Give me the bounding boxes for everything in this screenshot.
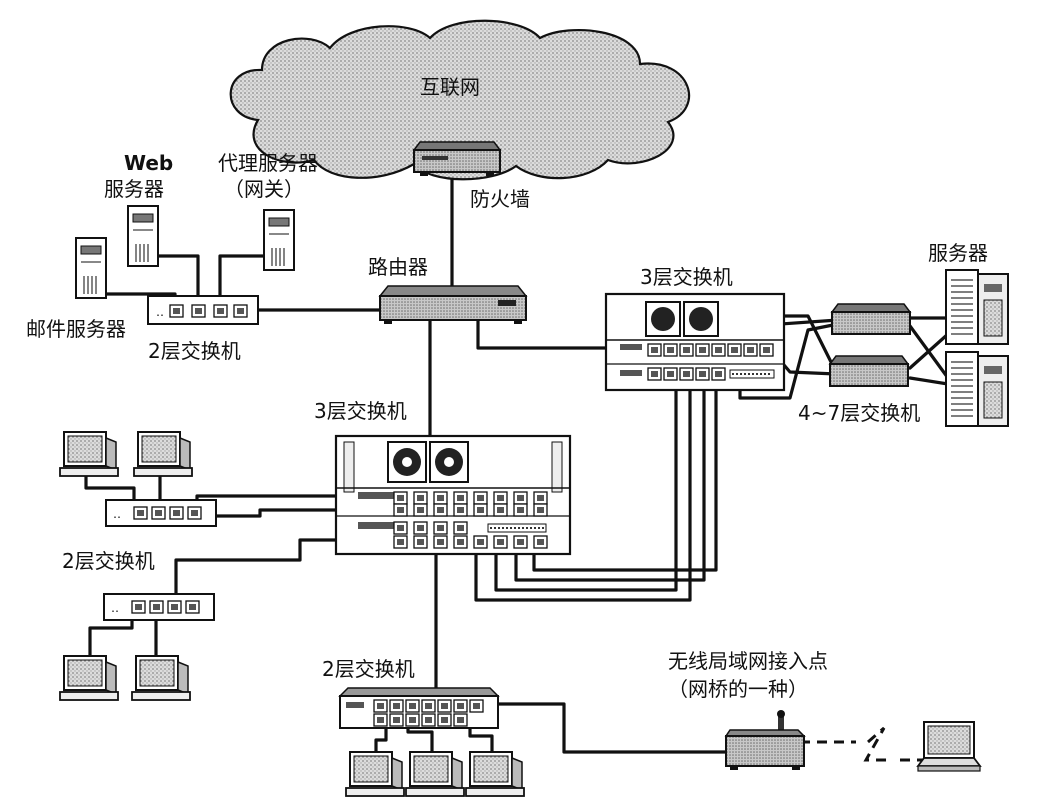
cable-ap <box>482 702 736 754</box>
desktop-pc-icon <box>131 655 191 701</box>
cable-web-server <box>156 254 200 308</box>
cloud-icon <box>229 19 690 181</box>
servers-label: 服务器 <box>928 241 988 265</box>
access-point-icon <box>724 710 806 770</box>
svg-text:‥: ‥ <box>156 305 164 319</box>
l2-switch-top: ‥ <box>147 295 259 325</box>
l3-switch-right <box>604 292 786 392</box>
switch-icon <box>828 355 910 387</box>
switch-icon: ‥ <box>147 295 259 325</box>
cable-proxy-server <box>218 254 270 308</box>
laptop <box>916 721 982 772</box>
cable-l47-srv4 <box>908 376 950 386</box>
laptop-icon <box>916 721 982 772</box>
switch-icon <box>106 500 216 526</box>
cable-l3-l3a <box>474 382 692 602</box>
server-rack-bottom <box>945 351 1009 427</box>
switch-icon <box>830 303 912 335</box>
cable-l3-l3d <box>532 382 718 572</box>
cable-l47-srv3 <box>908 332 950 370</box>
mail-server-icon <box>75 237 107 299</box>
router-icon <box>378 285 528 324</box>
l2-switch-bottom <box>338 687 500 729</box>
router <box>378 285 528 324</box>
l2-switch-top-label: 2层交换机 <box>148 339 241 363</box>
chassis-switch-icon <box>604 292 786 392</box>
l2-switch-left-label: 2层交换机 <box>62 549 155 573</box>
router-label: 路由器 <box>368 255 428 279</box>
internet-label: 互联网 <box>420 75 480 99</box>
internet-cloud: 互联网 <box>229 19 690 181</box>
access-point <box>724 710 806 770</box>
firewall <box>412 141 502 176</box>
desktop-pc-icon <box>59 655 119 701</box>
proxy-server-icon <box>263 209 295 271</box>
l2-switch-bottom-label: 2层交换机 <box>322 657 415 681</box>
proxy-server-label-2: （网关） <box>224 177 304 201</box>
switch-icon <box>338 687 500 729</box>
firewall-icon <box>412 141 502 176</box>
desktop-pc-icon <box>59 431 119 477</box>
server-tower-icon <box>945 269 1009 345</box>
mail-server-label: 邮件服务器 <box>26 317 126 341</box>
web-server-label-1: Web <box>124 151 173 175</box>
server-rack-top <box>945 269 1009 345</box>
wireless-link <box>800 726 934 762</box>
l3-switch-right-label: 3层交换机 <box>640 265 733 289</box>
cable-lmswitch-l3 <box>174 538 402 600</box>
l47-switch-label: 4~7层交换机 <box>798 401 920 425</box>
cable-l3-l3b <box>494 382 678 592</box>
l47-switch-bottom <box>828 355 910 387</box>
chassis-switch-icon <box>334 434 572 556</box>
cable-router-l3right <box>476 316 614 350</box>
proxy-server-label-1: 代理服务器 <box>218 151 318 175</box>
cable-l3r-l47c <box>738 322 840 400</box>
wlan-ap-label-2: （网桥的一种） <box>668 677 808 701</box>
l47-switch-top <box>830 303 912 335</box>
desktop-pc-icon <box>345 751 405 797</box>
web-server-label-2: 服务器 <box>104 177 164 201</box>
firewall-label: 防火墙 <box>470 187 530 211</box>
switch-icon <box>104 594 214 620</box>
desktop-pc-icon <box>465 751 525 797</box>
web-server-icon <box>127 205 159 267</box>
server-tower-icon <box>945 351 1009 427</box>
l3-switch-center <box>334 434 572 556</box>
cable-pc3 <box>88 616 134 662</box>
l3-switch-center-label: 3层交换机 <box>314 399 407 423</box>
l2-switch-left-top <box>106 500 216 526</box>
desktop-pc-icon <box>133 431 193 477</box>
l2-switch-left-mid <box>104 594 214 620</box>
cable-l3-l3c <box>514 382 706 582</box>
desktop-pc-icon <box>405 751 465 797</box>
cable-pc1 <box>84 470 136 510</box>
wlan-ap-label-1: 无线局域网接入点 <box>668 649 828 673</box>
